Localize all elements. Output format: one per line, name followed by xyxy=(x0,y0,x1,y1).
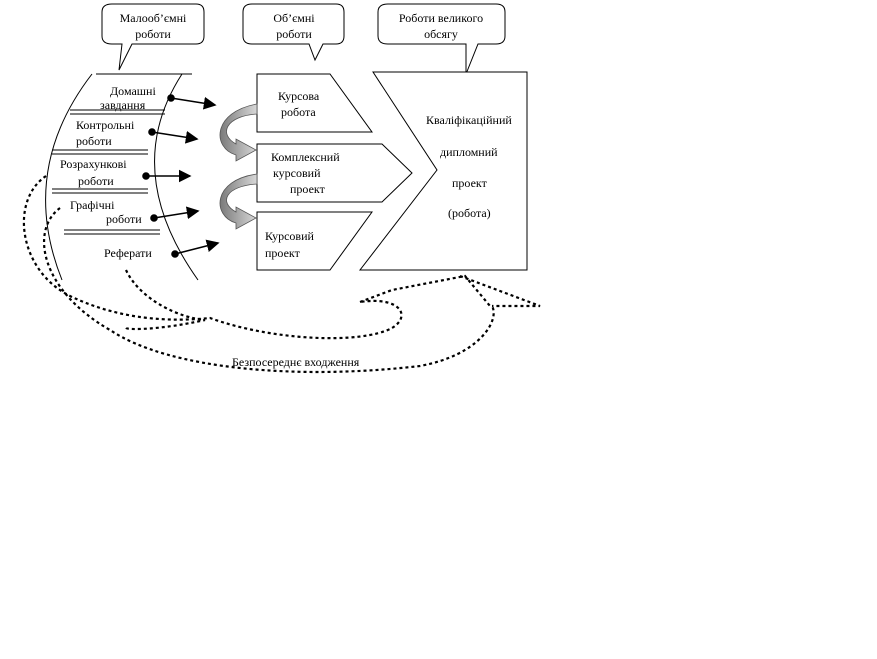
coursework-box: Курсова робота xyxy=(256,73,373,133)
calc-line2: роботи xyxy=(78,174,114,188)
calc-line1: Розрахункові xyxy=(60,157,127,171)
callout-volume-line2: роботи xyxy=(276,27,312,41)
diploma-line2: дипломний xyxy=(440,145,498,159)
homework-line2: завдання xyxy=(100,98,146,112)
diploma-project-box: Кваліфікаційний дипломний проект (робота… xyxy=(358,71,528,271)
direct-entry-label: Безпосереднє входження xyxy=(232,355,360,369)
callout-small-line2: роботи xyxy=(135,27,171,41)
callout-volume-line1: Об’ємні xyxy=(273,11,315,25)
complex-line1: Комплексний xyxy=(271,150,340,164)
curved-arrow-upper xyxy=(219,103,258,162)
graphic-line1: Графічні xyxy=(70,198,115,212)
coursework-line2: робота xyxy=(281,105,316,119)
direct-entry-curves xyxy=(22,175,541,374)
course-project-box: Курсовий проект xyxy=(256,211,373,271)
callout-small-works: Малооб’ємні роботи xyxy=(101,3,205,71)
graphic-arrow xyxy=(153,206,200,220)
dotted-arrowhead-left xyxy=(359,274,491,307)
dotted-curve-3 xyxy=(125,269,206,331)
course-project-line1: Курсовий xyxy=(265,229,315,243)
callout-large-works: Роботи великого обсягу xyxy=(377,3,506,75)
course-project-line2: проект xyxy=(265,246,301,260)
tests-line2: роботи xyxy=(76,134,112,148)
homework-arrow xyxy=(170,96,217,110)
dotted-arrowhead-right xyxy=(459,274,541,308)
tests-line1: Контрольні xyxy=(76,118,135,132)
complex-line3: проект xyxy=(290,182,326,196)
graphic-line2: роботи xyxy=(106,212,142,226)
callout-volume-works: Об’ємні роботи xyxy=(242,3,345,62)
small-works-arrows xyxy=(142,94,220,258)
small-works-labels: Домашні завдання Контрольні роботи Розра… xyxy=(60,84,156,260)
diploma-line1: Кваліфікаційний xyxy=(426,113,512,127)
complex-project-box: Комплексний курсовий проект xyxy=(256,143,413,203)
homework-line1: Домашні xyxy=(110,84,156,98)
dotted-curve-2 xyxy=(42,207,495,374)
callout-large-line1: Роботи великого xyxy=(399,11,483,25)
transition-arrows xyxy=(219,103,258,230)
essays-label: Реферати xyxy=(104,246,152,260)
curved-arrow-lower xyxy=(219,173,258,230)
callout-large-line2: обсягу xyxy=(424,27,458,41)
coursework-line1: Курсова xyxy=(278,89,320,103)
callout-small-line1: Малооб’ємні xyxy=(120,11,187,25)
diploma-line4: (робота) xyxy=(448,206,491,220)
complex-line2: курсовий xyxy=(273,166,321,180)
tests-arrow xyxy=(151,130,199,144)
essays-arrow xyxy=(174,239,220,255)
diploma-line3: проект xyxy=(452,176,488,190)
dotted-curve-1 xyxy=(22,175,403,340)
